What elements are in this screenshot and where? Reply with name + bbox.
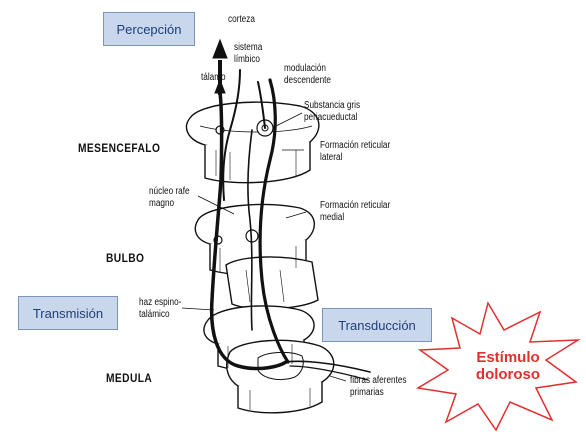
label-sistema: sistema: [234, 42, 262, 54]
stage-transduccion-box: Transducción: [322, 308, 432, 342]
label-modulacion: modulación: [284, 63, 326, 75]
label-formacion-medial-2: medial: [320, 212, 344, 224]
stage-transmision-box: Transmisión: [18, 296, 118, 330]
stage-percepcion-box: Percepción: [103, 12, 195, 46]
stimulus-line-2: doloroso: [448, 366, 568, 383]
label-nucleo-1: núcleo rafe: [149, 186, 190, 198]
label-formacion-medial-1: Formación reticular: [320, 200, 390, 212]
label-limbico: límbico: [234, 54, 260, 66]
region-medula: MEDULA: [106, 371, 152, 385]
stimulus-line-1: Estímulo: [448, 349, 568, 366]
ascending-arrows: [213, 40, 227, 95]
region-mesencefalo: MESENCEFALO: [78, 141, 160, 155]
label-formacion-lateral-2: lateral: [320, 152, 342, 164]
label-formacion-lateral-1: Formación reticular: [320, 140, 390, 152]
label-haz-2: talámico: [139, 309, 170, 321]
label-fibras-2: primarias: [350, 387, 384, 399]
label-haz-1: haz espino-: [139, 297, 181, 309]
label-nucleo-2: magno: [149, 198, 174, 210]
label-substancia: Substancia gris: [304, 100, 360, 112]
label-fibras-1: fibras aferentes: [350, 375, 407, 387]
label-talamo: tálamo: [201, 72, 226, 84]
stimulus-label: Estímulo doloroso: [448, 349, 568, 383]
label-descendente: descendente: [284, 75, 331, 87]
label-periacueductal: periacueductal: [304, 112, 357, 124]
label-corteza: corteza: [228, 14, 255, 26]
region-bulbo: BULBO: [106, 251, 144, 265]
